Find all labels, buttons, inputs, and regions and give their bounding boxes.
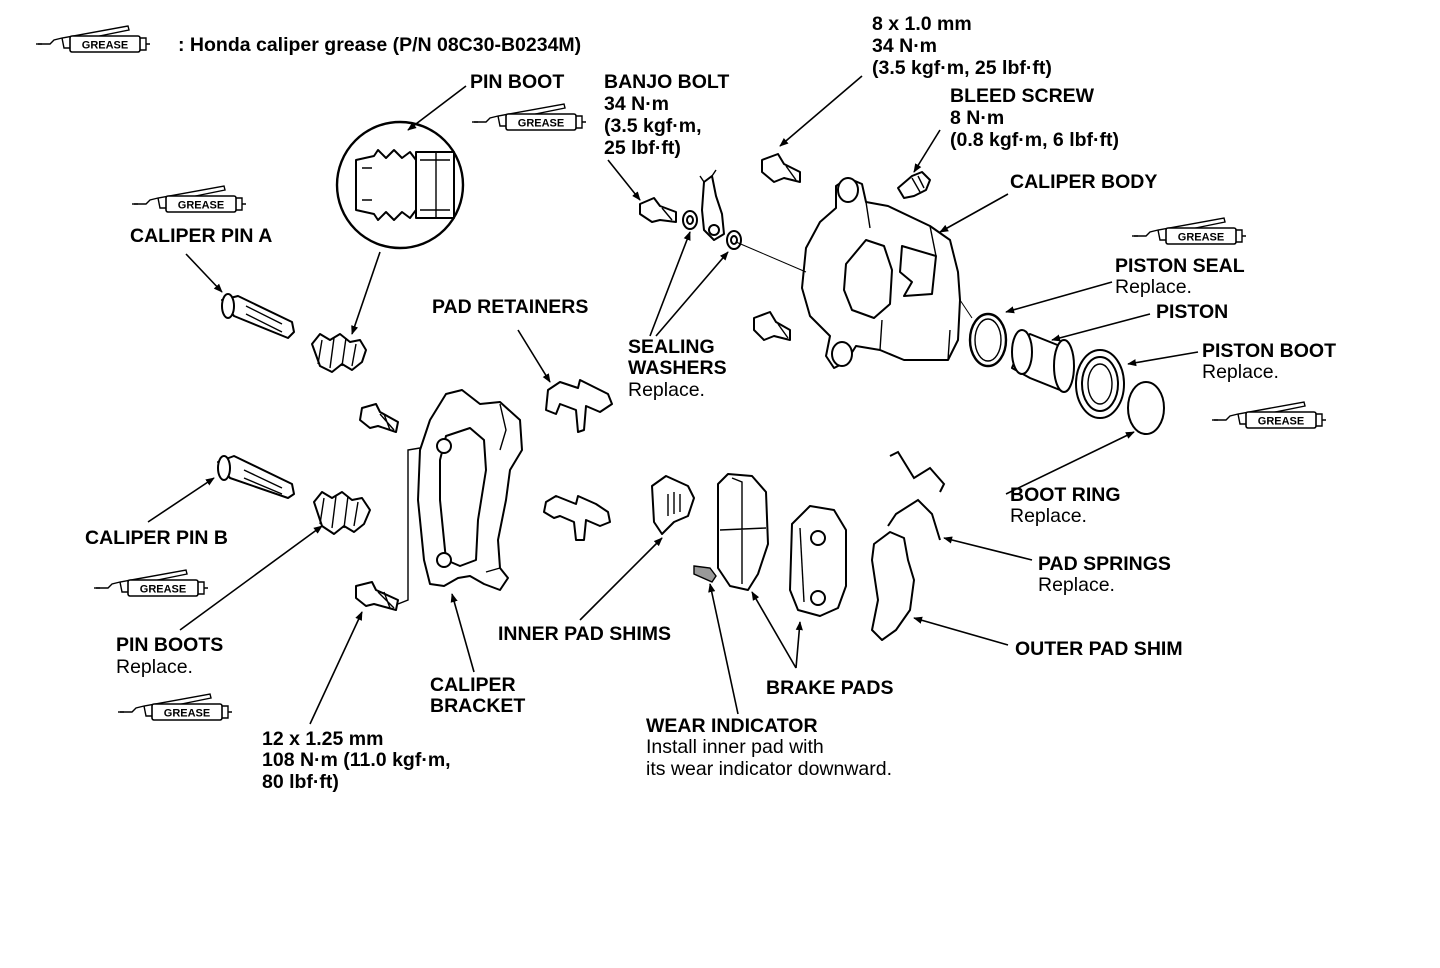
brake-hose-fitting [699,169,725,241]
label-pin-boot: PIN BOOT [470,71,564,93]
label-caliper-bracket-1: CALIPER [430,674,516,696]
piston [1011,329,1075,393]
caliper-body-bolt-lower [753,311,791,341]
label-pin-boots: PIN BOOTS [116,634,223,656]
label-bracket-bolt-torque: 108 N·m (11.0 kgf·m, [262,749,451,771]
label-banjo-torque-2: (3.5 kgf·m, [604,115,702,137]
grease-tube-icon-pin-boot: GREASE [471,103,587,131]
leader-lines [147,75,1199,725]
label-top-bolt-torque: 34 N·m [872,35,937,57]
label-bleed-torque: 8 N·m [950,107,1004,129]
grease-legend-text: : Honda caliper grease (P/N 08C30-B0234M… [178,34,581,56]
pin-boot-b [313,491,371,535]
label-banjo-torque-3: 25 lbf·ft) [604,137,681,159]
svg-text:GREASE: GREASE [164,708,210,720]
label-piston-seal-note: Replace. [1115,276,1192,298]
grease-tube-icon-pin-b: GREASE [93,569,209,597]
pad-spring-upper [889,450,946,493]
grease-tube-icon-legend: GREASE [35,25,151,53]
label-caliper-pin-b: CALIPER PIN B [85,527,228,549]
pad-retainer-lower [543,495,611,541]
piston-seal [968,312,1008,368]
label-banjo-torque-1: 34 N·m [604,93,669,115]
label-bleed-torque-alt: (0.8 kgf·m, 6 lbf·ft) [950,129,1119,151]
label-inner-pad-shims: INNER PAD SHIMS [498,623,671,645]
sealing-washer-1 [682,210,698,230]
caliper-body-bolt-upper [761,153,801,183]
label-top-bolt-size: 8 x 1.0 mm [872,13,972,35]
grease-tube-icon-pin-boots: GREASE [117,693,233,721]
label-bracket-bolt-torque-alt: 80 lbf·ft) [262,771,339,793]
banjo-bolt [639,197,677,223]
label-wear-note-1: Install inner pad with [646,736,824,758]
label-sealing-washers-1: SEALING [628,336,715,358]
svg-text:GREASE: GREASE [518,118,564,130]
bleed-screw [897,171,931,199]
label-brake-pads: BRAKE PADS [766,677,893,699]
caliper-pin-a [221,293,295,339]
pin-boot-detail-view [335,120,465,250]
pad-spring-lower [887,498,941,541]
label-piston-boot-note: Replace. [1202,361,1279,383]
grease-tube-icon-piston-boot: GREASE [1211,401,1327,429]
outer-pad-shim [871,531,915,641]
grease-tube-icon-piston-seal: GREASE [1131,217,1247,245]
boot-ring [1127,381,1165,435]
label-piston-seal: PISTON SEAL [1115,255,1245,277]
label-boot-ring-note: Replace. [1010,505,1087,527]
label-boot-ring: BOOT RING [1010,484,1121,506]
label-caliper-pin-a: CALIPER PIN A [130,225,272,247]
label-bracket-bolt-size: 12 x 1.25 mm [262,728,383,750]
label-pad-springs-note: Replace. [1038,574,1115,596]
piston-boot [1075,349,1125,419]
label-sealing-washers-note: Replace. [628,379,705,401]
caliper-bracket [397,389,523,605]
grease-tube-icon-pin-a: GREASE [131,185,247,213]
label-wear-indicator: WEAR INDICATOR [646,715,818,737]
bracket-bolt-lower [355,581,399,611]
label-caliper-body: CALIPER BODY [1010,171,1157,193]
label-pin-boots-note: Replace. [116,656,193,678]
outer-brake-pad [789,505,847,617]
label-banjo-bolt: BANJO BOLT [604,71,729,93]
svg-text:GREASE: GREASE [1258,416,1304,428]
label-pad-springs: PAD SPRINGS [1038,553,1171,575]
caliper-body [801,177,961,369]
label-pad-retainers: PAD RETAINERS [432,296,588,318]
label-piston-boot: PISTON BOOT [1202,340,1336,362]
label-wear-note-2: its wear indicator downward. [646,758,892,780]
inner-pad-shim [651,475,695,535]
caliper-pin-b [217,455,295,499]
svg-text:GREASE: GREASE [1178,232,1224,244]
label-sealing-washers-2: WASHERS [628,357,727,379]
label-caliper-bracket-2: BRACKET [430,695,525,717]
pad-retainer-upper [545,379,613,433]
svg-text:GREASE: GREASE [82,40,128,52]
pin-boot-a [311,333,367,373]
label-bleed-screw: BLEED SCREW [950,85,1095,107]
sealing-washer-2 [726,230,742,250]
inner-brake-pad [693,473,769,591]
label-top-bolt-torque-alt: (3.5 kgf·m, 25 lbf·ft) [872,57,1052,79]
label-outer-pad-shim: OUTER PAD SHIM [1015,638,1183,660]
label-piston: PISTON [1156,301,1228,323]
svg-text:GREASE: GREASE [140,584,186,596]
bracket-bolt-upper [359,403,399,433]
svg-text:GREASE: GREASE [178,200,224,212]
